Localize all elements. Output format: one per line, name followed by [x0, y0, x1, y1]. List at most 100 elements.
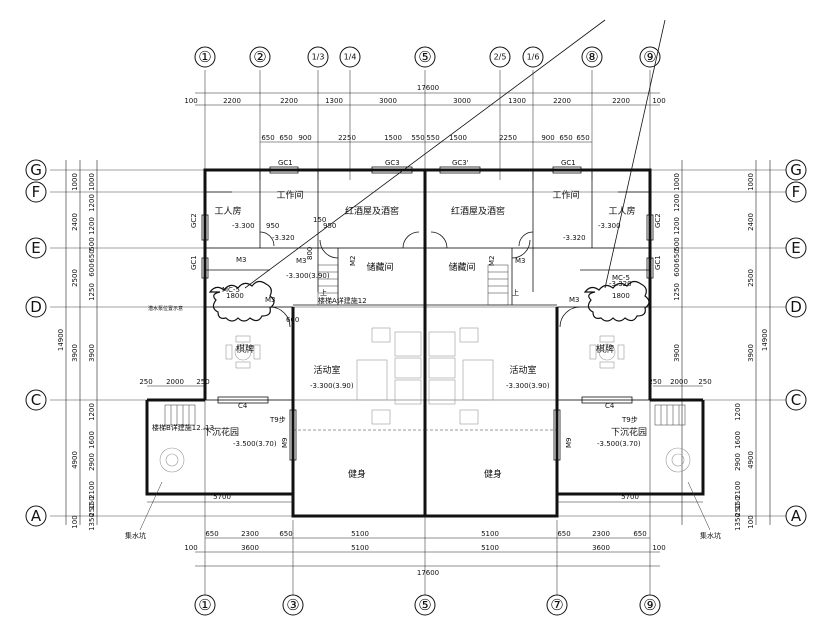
svg-text:GC1: GC1	[190, 255, 198, 270]
axis-bubble-5-bottom: ⑤	[414, 594, 436, 616]
svg-text:14900: 14900	[761, 329, 769, 351]
svg-text:2400: 2400	[71, 213, 79, 231]
room-garden-right: 下沉花园	[611, 426, 647, 438]
svg-text:1200: 1200	[734, 403, 742, 421]
svg-text:250: 250	[139, 378, 152, 386]
sofa-set-left	[356, 327, 422, 425]
svg-text:3000: 3000	[379, 97, 397, 105]
svg-text:C4: C4	[238, 402, 248, 410]
svg-text:-3.320: -3.320	[609, 280, 632, 288]
svg-text:250: 250	[698, 378, 711, 386]
svg-text:D: D	[790, 298, 802, 316]
room-worker-left: 工人房	[214, 205, 241, 217]
svg-text:1300: 1300	[508, 97, 526, 105]
svg-text:-3.300: -3.300	[598, 222, 621, 230]
axis-bubble-G-left: G	[25, 159, 47, 181]
garden-plant-left	[159, 447, 185, 473]
svg-text:14900: 14900	[57, 329, 65, 351]
room-labels: 工人房 工作间 红酒屋及酒窖 储藏间 棋牌 活动室 健身 下沉花园 工人房 工作…	[203, 189, 647, 480]
room-storage-right: 储藏间	[448, 261, 475, 273]
sofa-set-right	[428, 327, 494, 425]
svg-text:2/5: 2/5	[494, 53, 507, 62]
svg-text:550: 550	[411, 134, 424, 142]
svg-text:⑦: ⑦	[550, 596, 563, 614]
svg-text:C: C	[31, 391, 41, 409]
svg-text:3600: 3600	[241, 544, 259, 552]
svg-text:集水坑: 集水坑	[700, 531, 721, 540]
windows	[201, 166, 654, 461]
svg-text:-3.500(3.70): -3.500(3.70)	[597, 440, 641, 448]
axis-bubble-D-left: D	[25, 296, 47, 318]
svg-text:100: 100	[747, 515, 755, 528]
room-garden-left: 下沉花园	[203, 426, 239, 438]
bottom-axis-bubbles: ① ③ ⑤ ⑦ ⑨	[194, 594, 661, 616]
svg-text:1350: 1350	[734, 513, 742, 531]
svg-text:17600: 17600	[417, 84, 439, 92]
svg-text:1300: 1300	[325, 97, 343, 105]
svg-text:1350: 1350	[88, 513, 96, 531]
svg-text:上: 上	[512, 288, 519, 297]
svg-text:17600: 17600	[417, 569, 439, 577]
svg-text:650: 650	[559, 134, 572, 142]
svg-text:2900: 2900	[734, 453, 742, 471]
svg-text:G: G	[790, 161, 802, 179]
axis-bubble-F-right: F	[785, 181, 807, 203]
svg-text:2500: 2500	[71, 269, 79, 287]
svg-text:上: 上	[320, 288, 327, 297]
axis-bubble-8-top: ⑧	[581, 46, 603, 68]
svg-text:D: D	[30, 298, 42, 316]
axis-bubble-7-bottom: ⑦	[546, 594, 568, 616]
svg-text:1250: 1250	[88, 283, 96, 301]
svg-text:5100: 5100	[481, 544, 499, 552]
svg-text:5700: 5700	[621, 493, 639, 501]
svg-text:GC3': GC3'	[452, 159, 469, 167]
svg-text:1000: 1000	[71, 173, 79, 191]
svg-text:T9步: T9步	[621, 416, 638, 424]
svg-text:1000: 1000	[673, 173, 681, 191]
axis-bubble-2-5-top: 2/5	[489, 46, 511, 68]
svg-text:-3.320: -3.320	[563, 234, 586, 242]
axis-bubble-G-right: G	[785, 159, 807, 181]
svg-text:650: 650	[279, 134, 292, 142]
svg-text:⑨: ⑨	[643, 48, 656, 66]
svg-text:M2: M2	[349, 256, 357, 267]
element-tags: GC1 GC3 GC3' GC1 GC2 GC2 GC1 GC1 M3 M3 M…	[190, 159, 662, 448]
room-fitness-left: 健身	[348, 468, 366, 480]
svg-text:-3.300(3.90): -3.300(3.90)	[286, 272, 330, 280]
svg-text:150: 150	[734, 496, 742, 509]
svg-text:2200: 2200	[612, 97, 630, 105]
svg-text:E: E	[31, 239, 40, 257]
svg-text:1/6: 1/6	[527, 53, 540, 62]
svg-text:2250: 2250	[499, 134, 517, 142]
level-marks: -3.300 -3.320 -3.300(3.90) -3.300(3.90) …	[232, 222, 641, 448]
svg-text:2300: 2300	[241, 530, 259, 538]
axis-bubble-3-bottom: ③	[282, 594, 304, 616]
svg-text:650: 650	[633, 530, 646, 538]
svg-text:⑨: ⑨	[643, 596, 656, 614]
garden-dimensions: 250 2000 250 250 2000 250 5700 5700	[139, 378, 712, 503]
svg-text:3900: 3900	[88, 344, 96, 362]
svg-text:F: F	[32, 183, 41, 201]
svg-text:1000: 1000	[88, 173, 96, 191]
svg-text:4900: 4900	[71, 451, 79, 469]
axis-bubble-C-left: C	[25, 389, 47, 411]
revision-clouds	[208, 280, 650, 322]
svg-text:⑤: ⑤	[418, 596, 431, 614]
svg-text:100: 100	[652, 544, 665, 552]
svg-text:550: 550	[426, 134, 439, 142]
svg-text:M3: M3	[296, 257, 307, 265]
leader-lines	[139, 19, 711, 531]
room-storage-left: 储藏间	[366, 261, 393, 273]
room-wine-right: 红酒屋及酒窖	[451, 205, 505, 217]
svg-text:1800: 1800	[612, 292, 630, 300]
svg-text:M9: M9	[281, 438, 289, 449]
svg-text:500: 500	[88, 237, 96, 250]
svg-text:2000: 2000	[166, 378, 184, 386]
svg-text:GC1: GC1	[654, 255, 662, 270]
svg-text:GC1: GC1	[561, 159, 576, 167]
svg-text:250: 250	[88, 503, 96, 516]
axis-bubble-F-left: F	[25, 181, 47, 203]
svg-text:100: 100	[652, 97, 665, 105]
svg-text:1500: 1500	[449, 134, 467, 142]
